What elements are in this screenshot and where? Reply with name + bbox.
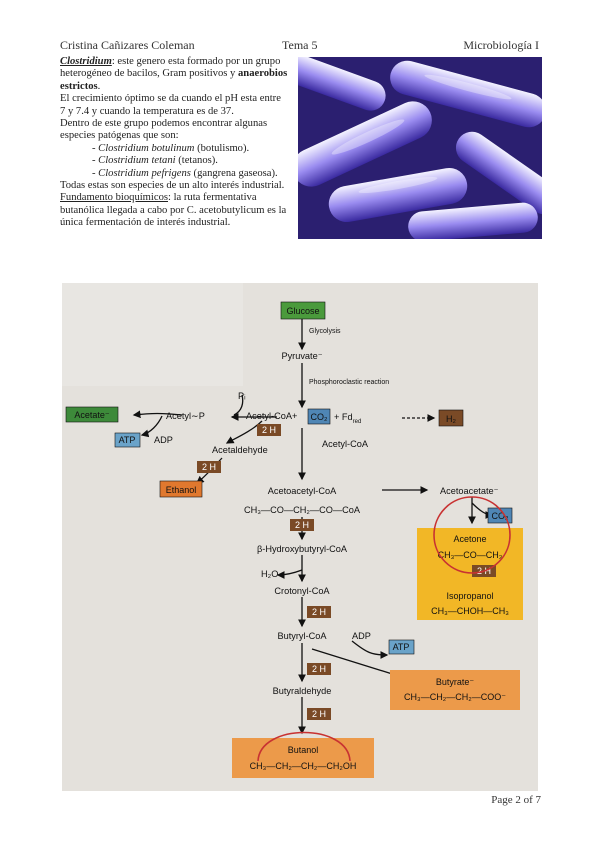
butanol-box [232, 738, 374, 778]
page-number: Page 2 of 7 [491, 794, 541, 806]
acetone-highlight-circle [433, 496, 511, 574]
acetoacetate-label: Acetoacetate⁻ [440, 486, 499, 496]
two-h-box [197, 461, 221, 473]
adp-label-left: ADP [154, 435, 173, 445]
genus-name: Clostridium [60, 56, 112, 67]
fd-sub: red [353, 419, 362, 425]
glycolysis-label: Glycolysis [309, 328, 341, 335]
species-note: (botulismo). [194, 142, 250, 154]
fundamento-label: Fundamento bioquímicos [60, 192, 168, 204]
bacteria-image [298, 57, 542, 239]
species-name: - Clostridium pefrigens [92, 167, 191, 179]
atp-box-left [114, 432, 141, 448]
acetate-box [65, 406, 119, 423]
two-h-label: 2 H [262, 425, 276, 435]
co2-box [307, 408, 331, 425]
atp-label-right: ATP [393, 642, 410, 652]
two-h-label: 2 H [202, 462, 216, 472]
two-h-box [307, 708, 331, 720]
acetoacetyl-formula: CH₃—CO—CH₂—CO—CoA [244, 505, 361, 515]
acetyl-coa-plus-label: Acetyl-CoA+ [246, 411, 297, 421]
header-subject: Microbiología I [463, 38, 539, 52]
pi-label: Pᵢ [238, 391, 246, 401]
fundamento-rest: : la ruta fermentativa butanólica llegad… [60, 192, 287, 229]
butyrate-label: Butyrate⁻ [436, 677, 475, 687]
anaerobic-term: anaerobios estrictos [60, 68, 288, 92]
acetaldehyde-label: Acetaldehyde [212, 445, 268, 455]
species-item: - Clostridium pefrigens (gangrena gaseos… [60, 168, 288, 180]
bacteria-illustration [298, 57, 542, 239]
fd-main: + Fd [334, 412, 353, 422]
species-name: - Clostridium botulinum [92, 142, 195, 154]
growth-paragraph: El crecimiento óptimo se da cuando el pH… [60, 93, 281, 117]
h2-box [438, 409, 464, 427]
period: . [97, 80, 101, 92]
isopropanol-label: Isopropanol [446, 591, 493, 601]
intro-rest: : este genero esta formado por un grupo … [60, 56, 281, 80]
two-h-box [307, 663, 331, 675]
species-note: (gangrena gaseosa). [190, 167, 278, 179]
phosphoroclastic-label: Phosphoroclastic reaction [309, 379, 389, 386]
ethanol-label: Ethanol [166, 485, 197, 495]
species-item: - Clostridium tetani (tetanos). [60, 155, 288, 167]
industrial-paragraph: Todas estas son especies de un alto inte… [60, 180, 285, 192]
acetyl-coa-label: Acetyl-CoA [322, 439, 369, 449]
fd-label: + Fdred [334, 412, 361, 425]
intro-paragraph: Clostridium: este genero esta formado po… [60, 56, 288, 93]
two-h-box [257, 424, 281, 436]
header-author: Cristina Cañizares Coleman [60, 38, 195, 52]
species-intro: Dentro de este grupo podemos encontrar a… [60, 118, 268, 142]
pathway-svg: Glucose Glycolysis Pyruvate⁻ Phosphorocl… [65, 301, 523, 778]
acetone-formula: CH₃—CO—CH₃ [438, 550, 503, 560]
crotonyl-label: Crotonyl-CoA [274, 586, 330, 596]
h2-label: H₂ [446, 414, 456, 424]
two-h-label: 2 H [312, 709, 326, 719]
species-note: (tetanos). [175, 155, 218, 167]
two-h-label: 2 H [312, 607, 326, 617]
two-h-box [307, 606, 331, 618]
atp-box-right [388, 639, 415, 655]
co2-label-right: CO₂ [492, 511, 510, 521]
h2o-label: H₂O [261, 569, 278, 579]
two-h-label: 2 H [295, 520, 309, 530]
butyrate-formula: CH₃—CH₂—CH₂—COO⁻ [404, 692, 506, 702]
hydroxybutyryl-label: β-Hydroxybutyryl-CoA [257, 544, 348, 554]
butyryl-label: Butyryl-CoA [277, 631, 327, 641]
co2-label: CO₂ [311, 412, 329, 422]
two-h-label: 2 H [312, 664, 326, 674]
acetone-label: Acetone [453, 534, 486, 544]
atp-label-left: ATP [119, 435, 136, 445]
acetoacetyl-coa-label: Acetoacetyl-CoA [268, 486, 337, 496]
adp-label-right: ADP [352, 631, 371, 641]
ethanol-box [159, 480, 203, 498]
isopropanol-formula: CH₃—CHOH—CH₃ [431, 606, 509, 616]
butanol-formula: CH₃—CH₂—CH₂—CH₂OH [250, 761, 357, 771]
intro-text-block: Clostridium: este genero esta formado po… [60, 56, 288, 230]
main-arrows [132, 313, 494, 735]
two-h-box [290, 519, 314, 531]
butyrate-box [390, 670, 520, 710]
species-name: - Clostridium tetani [92, 155, 176, 167]
species-item: - Clostridium botulinum (botulismo). [60, 143, 288, 155]
fermentation-pathway-diagram: Glucose Glycolysis Pyruvate⁻ Phosphorocl… [62, 283, 538, 791]
glucose-box [280, 301, 326, 320]
fundamento-paragraph: Fundamento bioquímicos: la ruta fermenta… [60, 192, 288, 229]
header-topic: Tema 5 [282, 38, 318, 52]
diagram-blank-corner [62, 283, 243, 386]
butanol-label: Butanol [288, 745, 319, 755]
glucose-label: Glucose [286, 306, 319, 316]
butyraldehyde-label: Butyraldehyde [273, 686, 332, 696]
acetyl-p-label: Acetyl∼P [166, 411, 205, 421]
pyruvate-label: Pyruvate⁻ [281, 351, 322, 361]
acetate-label: Acetate⁻ [74, 410, 110, 420]
butanol-highlight-arc [257, 731, 351, 762]
